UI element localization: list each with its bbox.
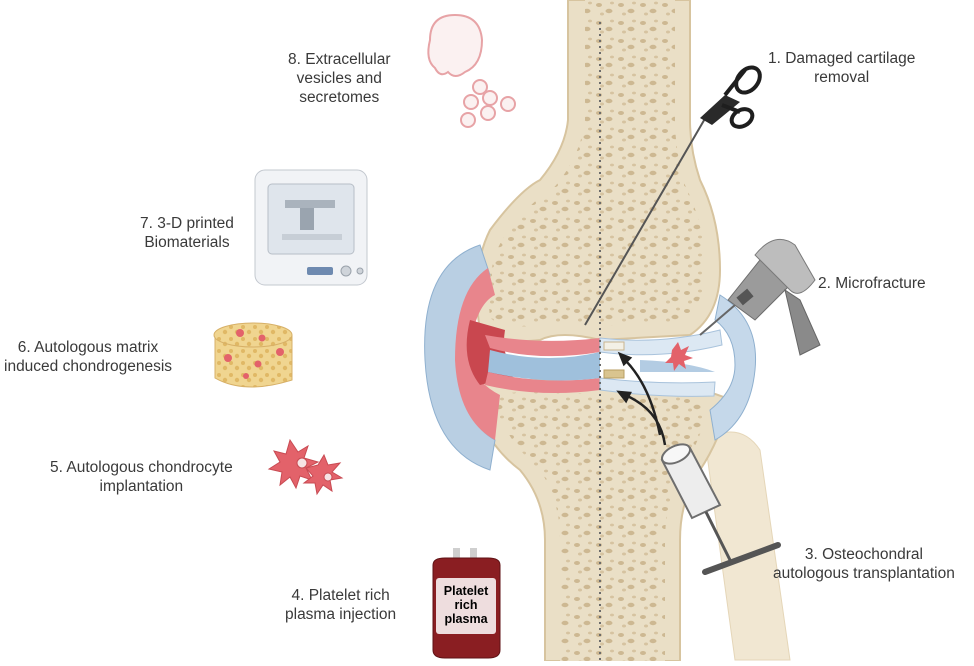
femur-bone (477, 0, 720, 341)
healthy-synovium (710, 295, 756, 440)
3d-printer-icon (255, 170, 367, 285)
label-autologous-chondrocyte-implantation: 5. Autologous chondrocyte implantation (50, 458, 233, 496)
label-extracellular-vesicles: 8. Extracellular vesicles and secretomes (288, 50, 391, 107)
osteochondral-plugs (604, 342, 624, 378)
label-platelet-rich-plasma: 4. Platelet rich plasma injection (285, 586, 396, 624)
chondrocyte-cells-icon (269, 440, 342, 494)
label-autologous-matrix-chondrogenesis: 6. Autologous matrix induced chondrogene… (4, 338, 172, 376)
collagen-matrix-icon (214, 323, 292, 387)
label-osteochondral-transplantation: 3. Osteochondral autologous transplantat… (773, 545, 955, 583)
label-damaged-cartilage-removal: 1. Damaged cartilage removal (768, 49, 915, 87)
label-3d-printed-biomaterials: 7. 3-D printed Biomaterials (140, 214, 234, 252)
label-microfracture: 2. Microfracture (818, 274, 926, 293)
extracellular-vesicles-icon (428, 15, 515, 127)
plasma-bag-label: Platelet rich plasma (433, 584, 499, 626)
